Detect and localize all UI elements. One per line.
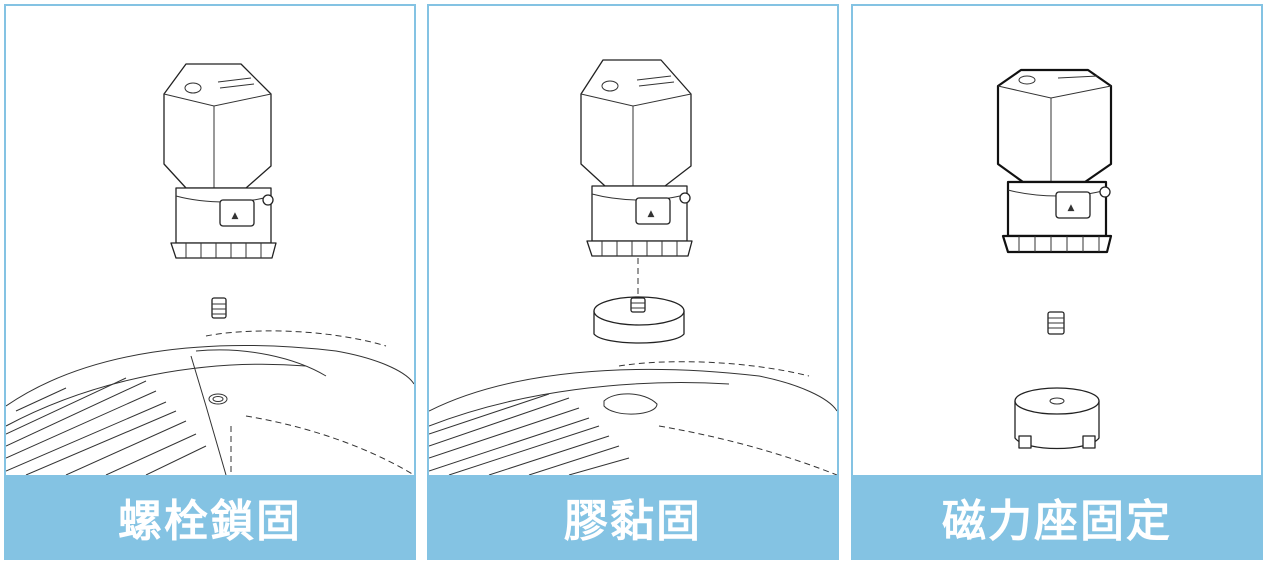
mounting-stud	[1047, 311, 1065, 335]
machine-housing	[6, 330, 414, 475]
machine-housing	[429, 361, 837, 475]
vibration-sensor: ▲	[163, 63, 277, 259]
adhesive-pad	[593, 258, 685, 344]
caption-bolt-mount: 螺栓鎖固	[6, 475, 414, 558]
mounting-stud	[211, 297, 227, 319]
caption-adhesive-mount: 膠黏固	[429, 475, 837, 558]
panel-adhesive-mount: ▲ 膠黏固	[427, 4, 839, 560]
caption-magnetic-mount: 磁力座固定	[853, 475, 1261, 558]
vibration-sensor: ▲	[580, 59, 693, 257]
svg-text:▲: ▲	[648, 209, 655, 219]
svg-text:▲: ▲	[1068, 203, 1075, 213]
bolt-mount-illustration: ▲	[6, 63, 414, 475]
panel-bolt-mount: ▲ 螺栓鎖固	[4, 4, 416, 560]
magnetic-base	[1014, 387, 1100, 450]
svg-text:▲: ▲	[232, 211, 239, 221]
vibration-sensor: ▲	[996, 68, 1113, 254]
panel-magnetic-mount: ▲ 磁力座固定	[851, 4, 1263, 560]
adhesive-mount-illustration: ▲	[429, 59, 837, 475]
magnetic-mount-illustration: ▲	[996, 68, 1113, 450]
